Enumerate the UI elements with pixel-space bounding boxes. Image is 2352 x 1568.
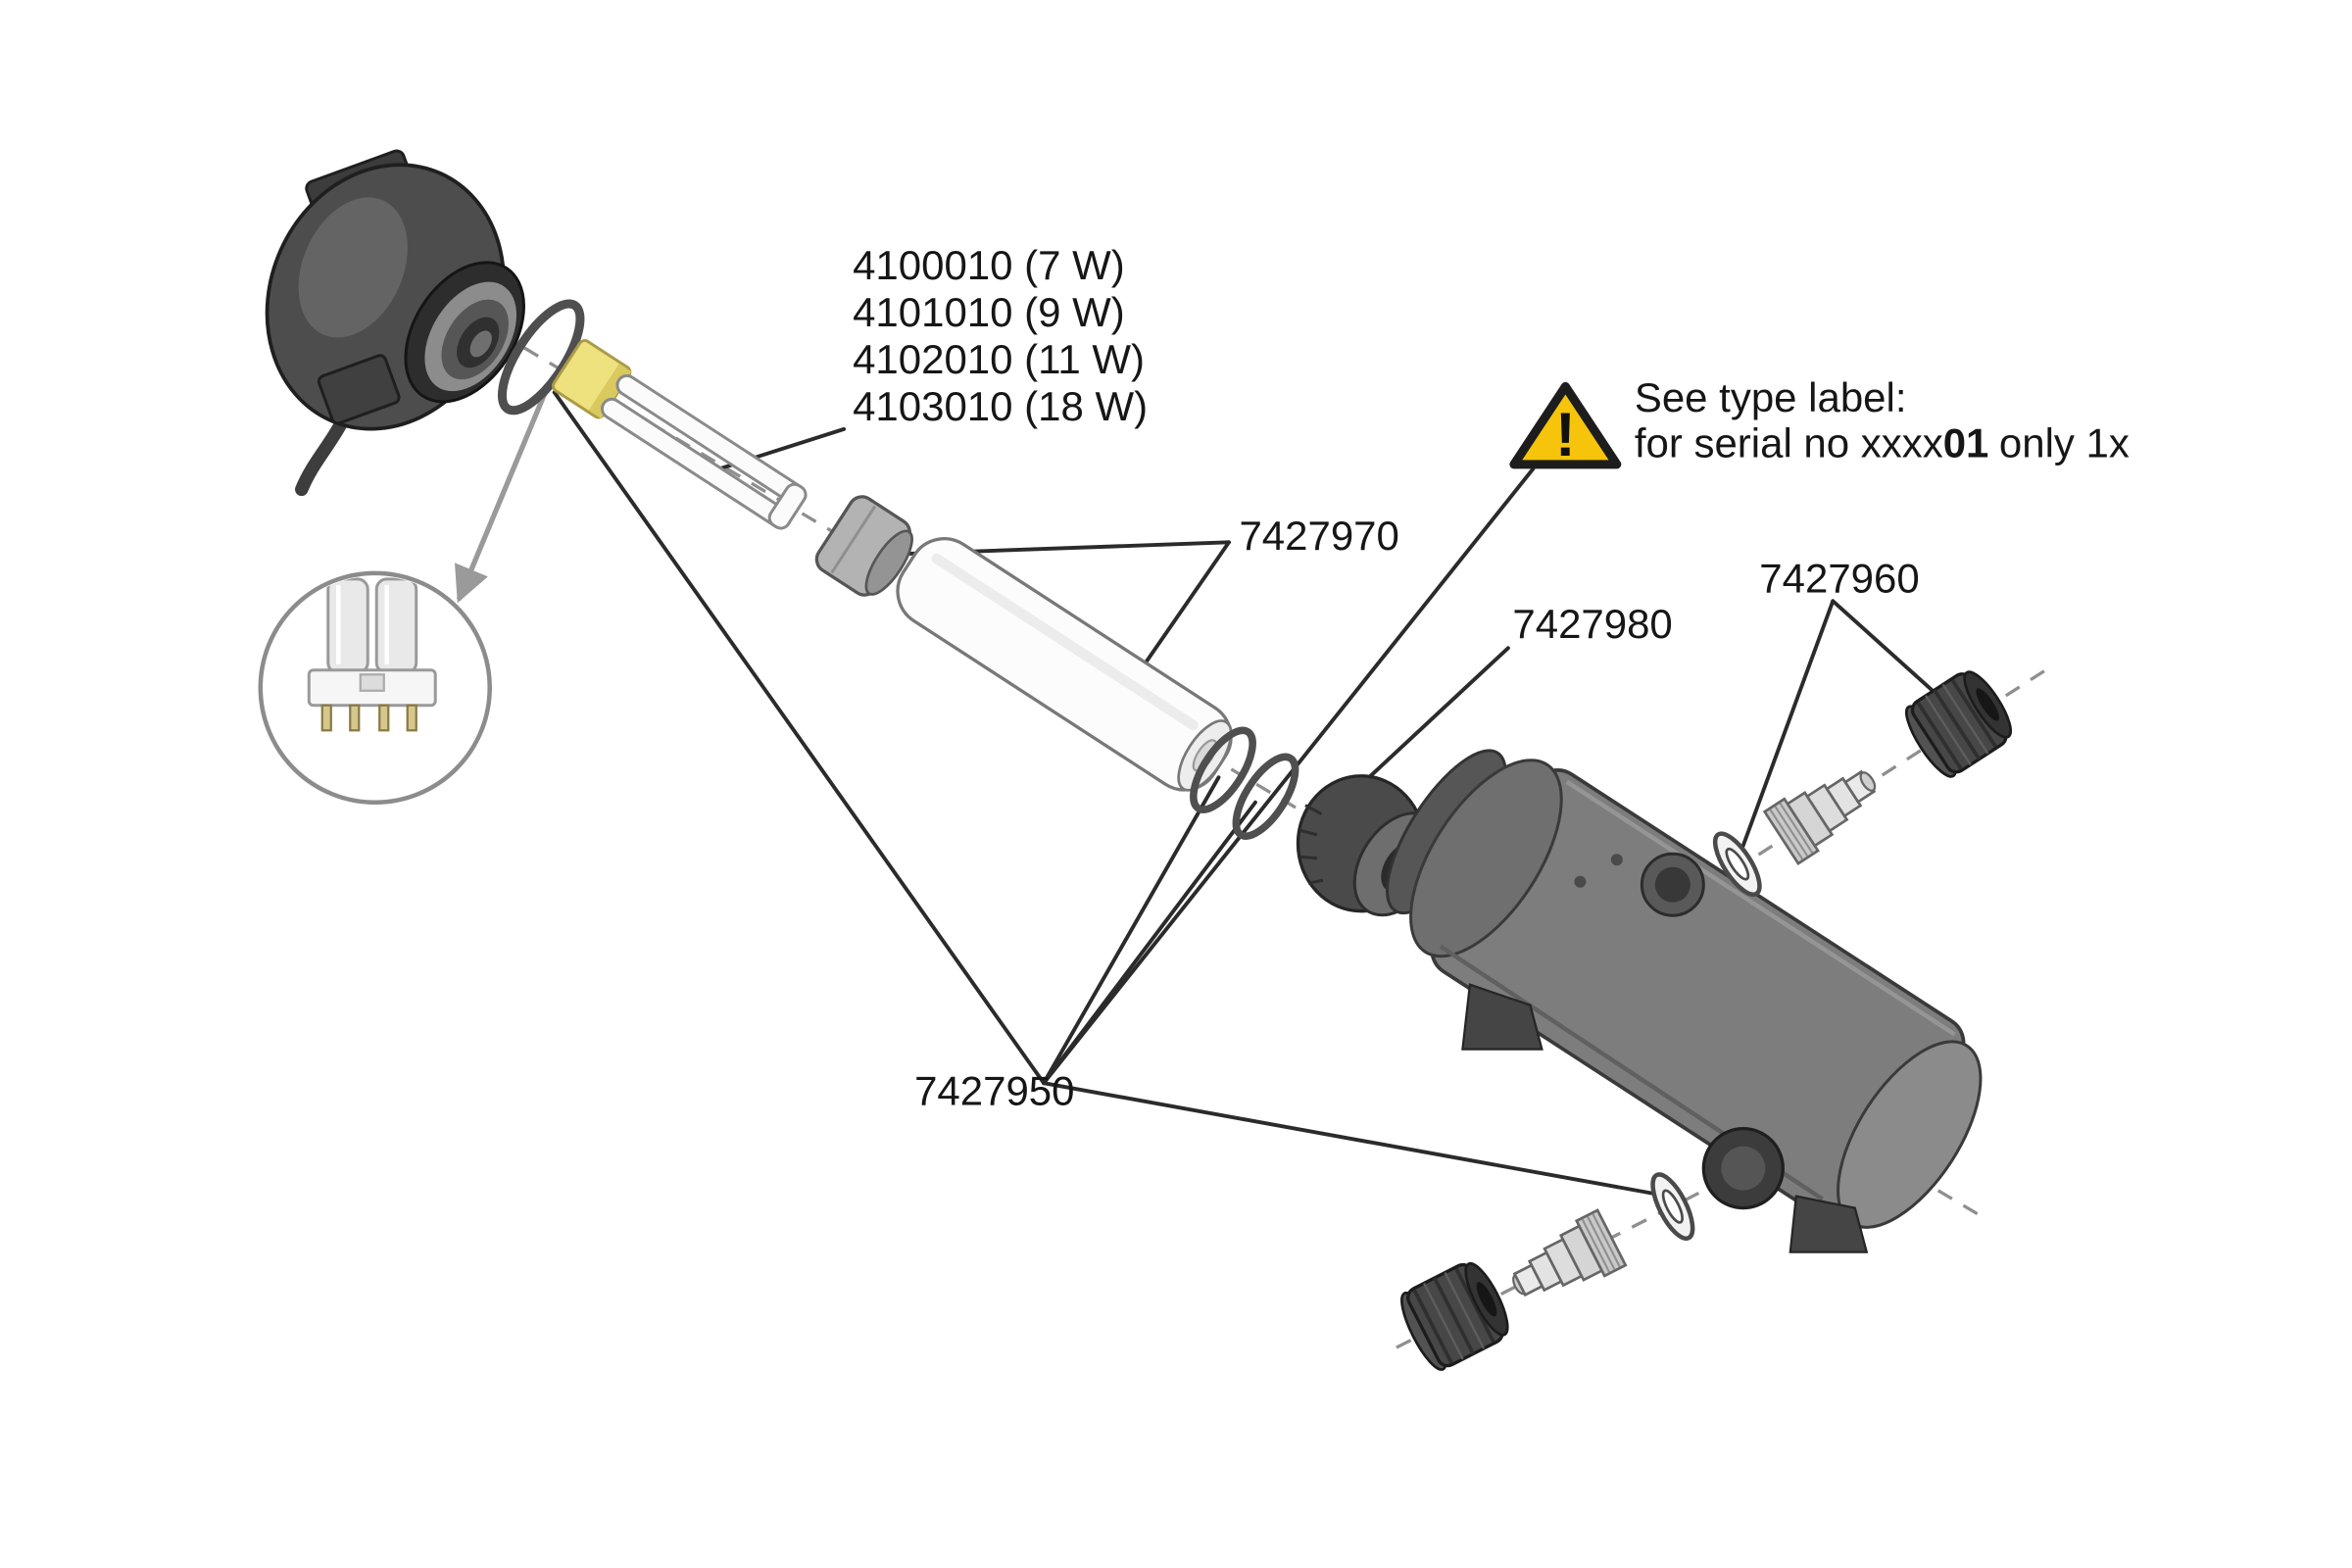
- leader-7427950-d: [1042, 1081, 1654, 1196]
- thread-line: [1779, 803, 1814, 854]
- leader-warning: [1042, 466, 1536, 1086]
- inset-pin: [406, 704, 417, 732]
- inset-pin: [378, 704, 390, 732]
- grommet-groove: [830, 505, 877, 574]
- leader-7427960-b: [1831, 599, 1951, 708]
- head-connector-block: [317, 354, 401, 425]
- warning-text-line2-suffix: only 1x: [1999, 419, 2130, 466]
- housing-bottom-port-bore: [1721, 1146, 1766, 1191]
- label-lamp-variant-3: 4102010 (11 W): [853, 336, 1145, 382]
- lamp-base-inset: [258, 570, 492, 805]
- nut-hole: [1476, 1282, 1497, 1317]
- leader-7427950-a: [552, 390, 1046, 1086]
- inset-pin: [320, 704, 332, 732]
- bayonet-rib: [1304, 804, 1323, 816]
- knurl: [1925, 695, 1972, 765]
- inset-base-notch: [359, 673, 385, 692]
- inset-pin: [349, 704, 361, 732]
- leader-7427950-b: [1042, 775, 1221, 1086]
- housing-screw: [1574, 875, 1587, 888]
- housing-top-highlight: [1565, 779, 1956, 1037]
- warning-text-line1: See type label:: [1635, 374, 1907, 420]
- inset-tube-1: [326, 577, 369, 675]
- housing-left-dome: [1409, 759, 1563, 958]
- leader-7427950-c: [1042, 800, 1257, 1086]
- housing-top-port-bore: [1654, 866, 1690, 903]
- uv-lamp: [551, 339, 808, 530]
- warning-exclamation: !: [1555, 401, 1576, 469]
- knurl: [1433, 1277, 1475, 1355]
- power-cable: [295, 416, 349, 497]
- label-lamp-variant-1: 4100010 (7 W): [853, 242, 1125, 288]
- label-part-7427970: 7427970: [1239, 513, 1398, 559]
- label-part-7427960: 7427960: [1759, 555, 1919, 601]
- thread-line: [1769, 808, 1804, 860]
- lamp-grommet: [814, 495, 913, 597]
- nut-hole: [1976, 688, 1999, 721]
- quartz-sleeve: [896, 537, 1233, 792]
- leader-7427970-b: [1145, 540, 1231, 663]
- warning-text-line2-prefix: for serial no xxxx: [1635, 419, 1943, 466]
- label-part-7427980: 7427980: [1512, 601, 1672, 647]
- warning-text-line2-bold: 01: [1943, 419, 1989, 466]
- grommet-face: [864, 529, 913, 596]
- thread-line: [1774, 806, 1809, 857]
- hose-adapter-right: [1762, 769, 1877, 866]
- washer-bottom: [1650, 1172, 1695, 1242]
- label-lamp-variant-4: 4103010 (18 W): [853, 383, 1148, 429]
- magnify-arrow-icon: [454, 386, 550, 604]
- bayonet-rib: [1298, 855, 1318, 860]
- uvc-housing: [1386, 749, 1983, 1253]
- knurl: [1412, 1289, 1453, 1364]
- knurl: [1444, 1272, 1486, 1349]
- leader-lamp-variants: [704, 426, 847, 475]
- knurl: [1933, 689, 1982, 760]
- housing-foot-right: [1788, 1195, 1869, 1253]
- leader-lines: [552, 390, 1951, 1196]
- bayonet-rib: [1298, 828, 1318, 837]
- knurl: [1423, 1282, 1464, 1360]
- thread-line: [1587, 1216, 1616, 1270]
- union-nut-bottom: [1400, 1261, 1509, 1371]
- knurl: [1950, 678, 1997, 748]
- power-head: [265, 149, 525, 497]
- head-highlight: [298, 197, 408, 338]
- warning-triangle-icon: !: [1509, 381, 1622, 469]
- lamp-tube-bridge: [767, 482, 808, 530]
- socket-center: [469, 330, 492, 358]
- knurl: [1454, 1267, 1495, 1344]
- oring-1: [1190, 726, 1256, 813]
- knurl: [1916, 701, 1963, 770]
- leader-7427960-a: [1740, 599, 1836, 852]
- bayonet-rib: [1307, 878, 1324, 885]
- inset-tube-2: [374, 577, 418, 675]
- washer-hole: [1725, 847, 1750, 881]
- hose-adapter-bottom: [1512, 1208, 1628, 1298]
- washer-right: [1712, 831, 1762, 898]
- washer-hole: [1661, 1189, 1684, 1224]
- quartz-highlight: [931, 553, 1199, 731]
- label-part-7427950: 7427950: [914, 1068, 1074, 1114]
- label-lamp-variant-2: 4101010 (9 W): [853, 289, 1125, 335]
- housing-foot-left: [1461, 983, 1544, 1051]
- knurl: [1941, 683, 1989, 755]
- thread-line: [1581, 1218, 1610, 1273]
- housing-screw: [1610, 854, 1623, 866]
- union-nut-right: [1904, 670, 2013, 778]
- warning-triangle-shape: [1509, 381, 1622, 469]
- quartz-body: [896, 537, 1233, 792]
- adapter-tip: [1859, 771, 1877, 792]
- thread-line: [1592, 1213, 1621, 1267]
- oring-2: [1232, 753, 1299, 840]
